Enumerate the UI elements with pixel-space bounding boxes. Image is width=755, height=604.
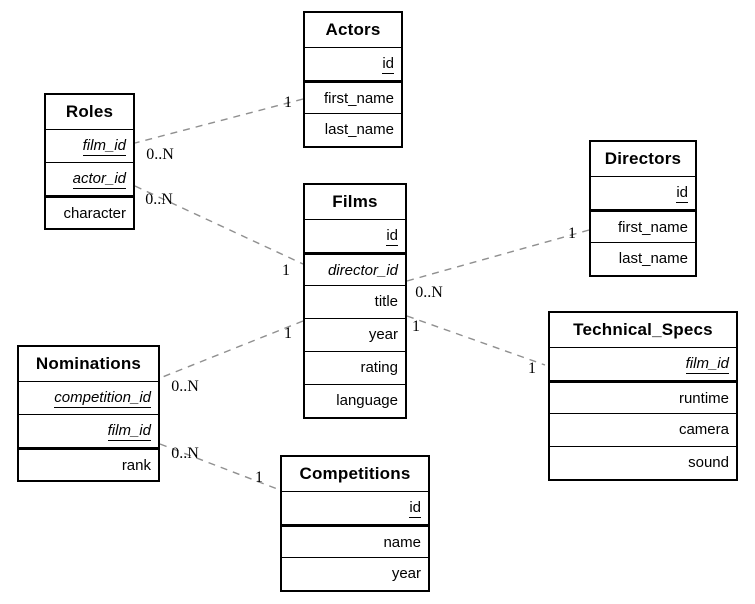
field-name: film_id bbox=[685, 355, 729, 374]
field-name: rating bbox=[360, 359, 398, 376]
field-row-sound: sound bbox=[550, 446, 736, 479]
field-row-id: id bbox=[305, 47, 401, 80]
field-row-rank: rank bbox=[19, 447, 158, 480]
field-name: first_name bbox=[617, 219, 688, 236]
field-name: year bbox=[368, 326, 398, 343]
field-row-camera: camera bbox=[550, 413, 736, 446]
field-row-character: character bbox=[46, 195, 133, 228]
cardinality-label: 0..N bbox=[415, 284, 443, 301]
table-title: Nominations bbox=[35, 354, 142, 373]
field-row-first_name: first_name bbox=[305, 80, 401, 113]
field-row-film_id: film_id bbox=[46, 129, 133, 162]
field-name: runtime bbox=[678, 390, 729, 407]
field-row-film_id: film_id bbox=[550, 347, 736, 380]
field-row-actor_id: actor_id bbox=[46, 162, 133, 195]
cardinality-label: 1 bbox=[282, 262, 290, 279]
table-title: Competitions bbox=[299, 464, 411, 483]
table-title: Directors bbox=[604, 149, 682, 168]
cardinality-label: 0..N bbox=[171, 445, 199, 462]
table-title: Films bbox=[332, 192, 378, 211]
cardinality-label: 0..N bbox=[145, 191, 173, 208]
field-name: id bbox=[676, 184, 688, 203]
field-name: director_id bbox=[327, 262, 398, 279]
field-row-runtime: runtime bbox=[550, 380, 736, 413]
field-row-last_name: last_name bbox=[305, 113, 401, 146]
relationship-line-films-directors[interactable] bbox=[406, 229, 590, 282]
cardinality-label: 1 bbox=[255, 469, 263, 486]
field-row-last_name: last_name bbox=[591, 242, 695, 275]
table-directors[interactable]: Directors id first_name last_name bbox=[589, 140, 697, 277]
field-row-film_id: film_id bbox=[19, 414, 158, 447]
relationship-line-roles-films[interactable] bbox=[134, 185, 304, 265]
table-title: Technical_Specs bbox=[573, 320, 713, 339]
table-competitions[interactable]: Competitions id name year bbox=[280, 455, 430, 592]
field-name: last_name bbox=[324, 121, 394, 138]
field-name: last_name bbox=[618, 250, 688, 267]
cardinality-label: 1 bbox=[284, 94, 292, 111]
field-name: camera bbox=[678, 421, 729, 438]
field-name: id bbox=[386, 227, 398, 246]
cardinality-label: 1 bbox=[284, 325, 292, 342]
relationship-line-actors-roles[interactable] bbox=[134, 98, 304, 144]
cardinality-label: 1 bbox=[528, 360, 536, 377]
cardinality-label: 1 bbox=[568, 225, 576, 242]
field-name: year bbox=[391, 565, 421, 582]
table-title: Roles bbox=[65, 102, 114, 121]
field-name: id bbox=[409, 499, 421, 518]
cardinality-label: 1 bbox=[412, 318, 420, 335]
field-name: title bbox=[374, 293, 398, 310]
table-title: Actors bbox=[325, 20, 381, 39]
field-row-language: language bbox=[305, 384, 405, 417]
field-name: film_id bbox=[82, 137, 126, 156]
table-roles[interactable]: Roles film_id actor_id character bbox=[44, 93, 135, 230]
field-row-competition_id: competition_id bbox=[19, 381, 158, 414]
field-row-year: year bbox=[305, 318, 405, 351]
field-name: first_name bbox=[323, 90, 394, 107]
field-name: sound bbox=[688, 454, 729, 471]
field-name: rank bbox=[121, 457, 151, 474]
relationship-line-films-technical_specs[interactable] bbox=[406, 315, 546, 366]
field-row-year: year bbox=[282, 557, 428, 590]
relationship-line-films-nominations[interactable] bbox=[159, 320, 304, 379]
field-row-title: title bbox=[305, 285, 405, 318]
relationship-line-nominations-competitions[interactable] bbox=[159, 443, 281, 491]
field-row-first_name: first_name bbox=[591, 209, 695, 242]
field-name: character bbox=[63, 205, 126, 222]
field-row-id: id bbox=[282, 491, 428, 524]
cardinality-label: 0..N bbox=[171, 378, 199, 395]
field-name: name bbox=[383, 534, 421, 551]
field-name: film_id bbox=[107, 422, 151, 441]
field-row-id: id bbox=[305, 219, 405, 252]
field-row-director_id: director_id bbox=[305, 252, 405, 285]
cardinality-label: 0..N bbox=[146, 146, 174, 163]
field-row-name: name bbox=[282, 524, 428, 557]
field-name: actor_id bbox=[72, 170, 126, 189]
field-row-id: id bbox=[591, 176, 695, 209]
field-name: competition_id bbox=[54, 389, 151, 408]
field-name: language bbox=[336, 392, 398, 409]
field-row-rating: rating bbox=[305, 351, 405, 384]
field-name: id bbox=[382, 55, 394, 74]
